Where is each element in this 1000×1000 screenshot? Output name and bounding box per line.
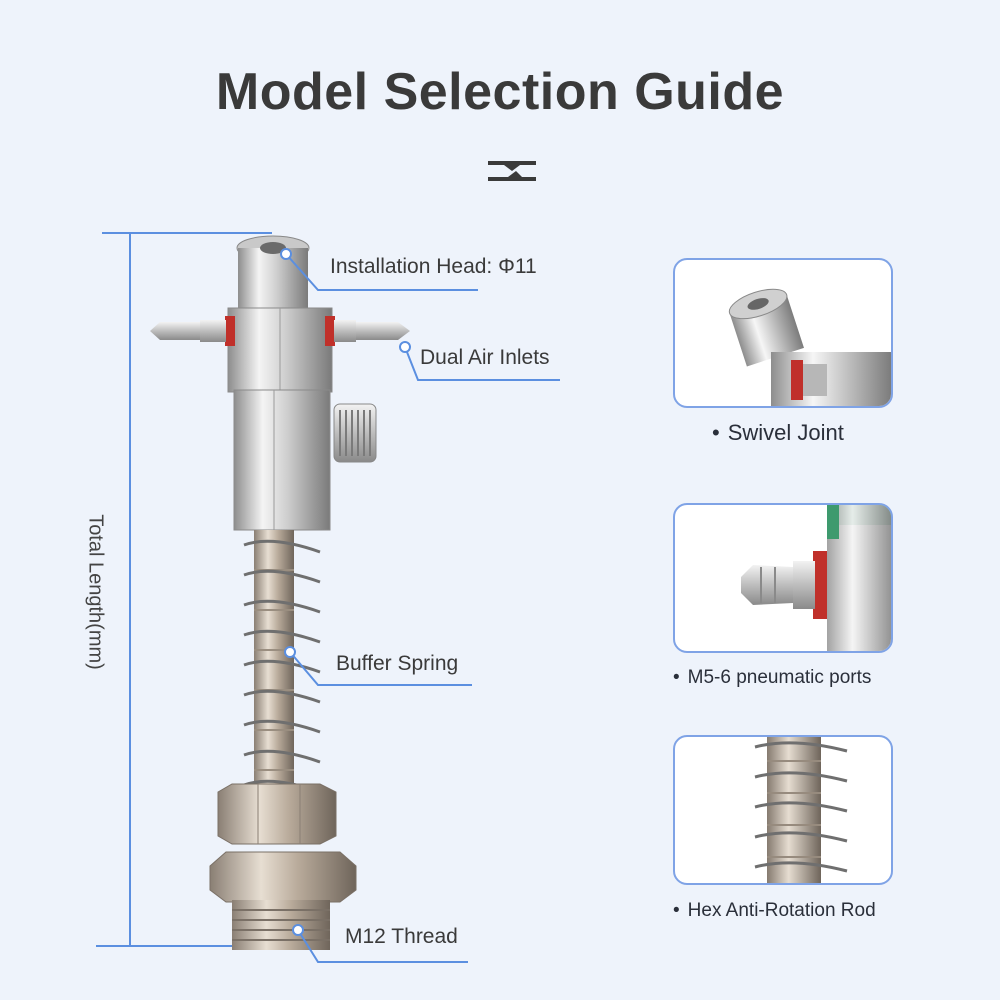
swivel-joint-card	[673, 258, 893, 408]
m12-thread-label: M12 Thread	[345, 925, 458, 948]
installation-head-label: Installation Head: Φ11	[330, 255, 537, 278]
dual-air-inlets-label: Dual Air Inlets	[420, 346, 550, 369]
pneumatic-ports-card	[673, 503, 893, 653]
pneumatic-port-image	[741, 505, 891, 651]
hex-rod-card	[673, 735, 893, 885]
swivel-joint-image	[728, 288, 891, 406]
dimension-bottom-line	[96, 945, 306, 947]
divider-icon	[488, 161, 536, 181]
pneumatic-ports-caption: •M5-6 pneumatic ports	[673, 667, 872, 688]
page-title: Model Selection Guide	[215, 63, 785, 121]
hex-rod-caption: •Hex Anti-Rotation Rod	[673, 900, 876, 921]
dimension-vertical-line	[129, 233, 131, 945]
hex-rod-image	[754, 737, 848, 883]
buffer-spring-label: Buffer Spring	[336, 652, 459, 675]
dimension-top-line	[102, 232, 272, 234]
vacuum-cup-holder-image	[150, 235, 410, 950]
swivel-joint-caption: •Swivel Joint	[712, 420, 844, 445]
